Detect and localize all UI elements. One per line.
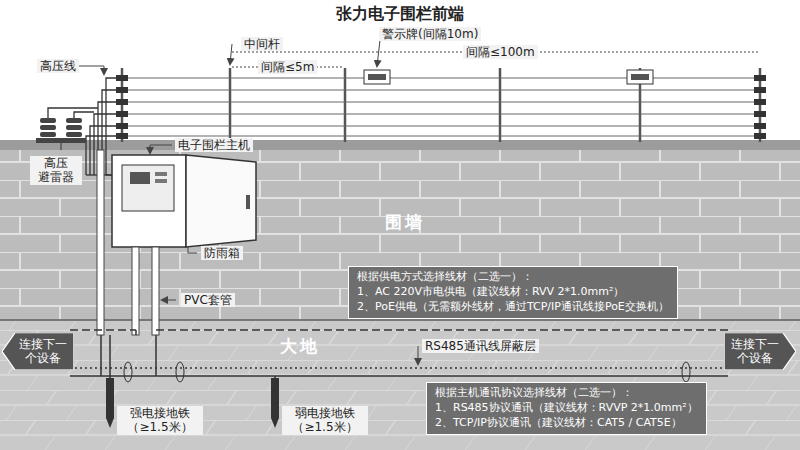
note-heading: 根据供电方式选择线材（二选一）： (357, 270, 669, 285)
shield-label: RS485通讯线屏蔽层 (422, 339, 539, 353)
note-item: 1、RS485协议通讯（建议线材：RVVP 2*1.0mm²） (435, 401, 698, 416)
note-box: 根据供电方式选择线材（二选一）：1、AC 220V市电供电（建议线材：RVV 2… (348, 266, 678, 319)
host-label: 电子围栏主机 (175, 138, 253, 152)
note-heading: 根据主机通讯协议选择线材（二选一）： (435, 386, 698, 401)
dimension: 间隔≤5m (258, 60, 317, 74)
next-device-arrow: 连接下一 个设备 (724, 333, 796, 370)
note-box: 根据主机通讯协议选择线材（二选一）：1、RS485协议通讯（建议线材：RVVP … (426, 382, 707, 435)
arrester-label: 高压 避雷器 (30, 156, 82, 185)
rod-label: 强电接地铁 （≥1.5米） (117, 406, 203, 435)
wire-label: 高压线 (37, 59, 79, 73)
ground-label: 大地 (280, 336, 320, 356)
note-item: 1、AC 220V市电供电（建议线材：RVV 2*1.0mm²） (357, 285, 669, 300)
sign-label: 警示牌(间隔10m) (379, 27, 481, 41)
arrow-text: 连接下一 个设备 (15, 337, 71, 366)
next-device-arrow: 连接下一 个设备 (2, 333, 74, 370)
conduit-label: PVC套管 (181, 293, 235, 307)
box-label: 防雨箱 (201, 246, 243, 260)
pole-label: 中间杆 (241, 37, 283, 51)
note-item: 2、TCP/IP协议通讯（建议线材：CAT5 / CAT5E） (435, 416, 698, 431)
diagram-title: 张力电子围栏前端 (336, 4, 464, 25)
rod-label: 弱电接地铁 （≥1.5米） (282, 406, 368, 435)
arrow-text: 连接下一 个设备 (727, 337, 783, 366)
arrow-outline (2, 333, 74, 370)
wall-label: 围墙 (385, 212, 425, 232)
note-item: 2、PoE供电（无需额外线材，通过TCP/IP通讯线接PoE交换机） (357, 300, 669, 315)
dimension: 间隔≤100m (463, 45, 538, 59)
arrow-outline (724, 333, 796, 370)
